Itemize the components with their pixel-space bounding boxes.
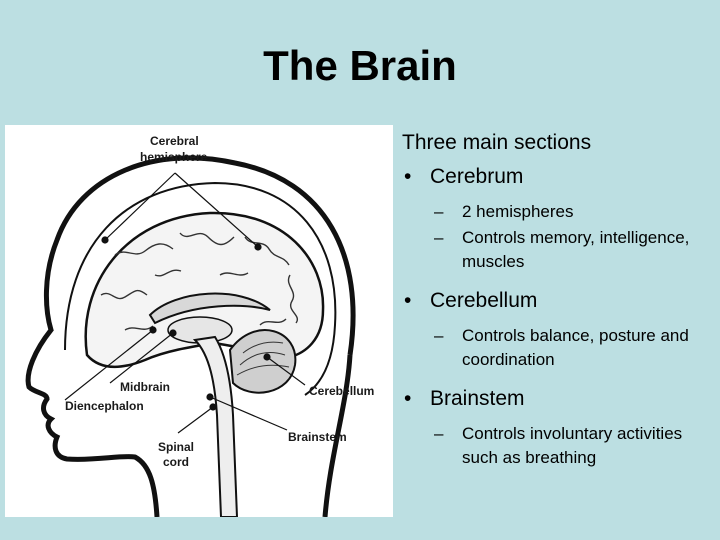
label-cerebellum: Cerebellum <box>309 384 374 398</box>
brain-diagram: Cerebral hemisphere Midbrain Diencephalo… <box>5 125 393 517</box>
bullet-cerebellum: • Cerebellum <box>404 288 718 314</box>
dash-mark: – <box>434 202 444 221</box>
label-spinal-line2: cord <box>163 455 189 469</box>
dash-mark: – <box>434 228 444 247</box>
label-spinal-line1: Spinal <box>158 440 194 454</box>
bullet-cerebrum: • Cerebrum <box>404 164 718 190</box>
corpus-callosum <box>148 292 271 325</box>
sub-bullet-balance: – Controls balance, posture and coordina… <box>430 324 718 372</box>
skull-outline <box>64 181 337 396</box>
sub-bullet-memory: – Controls memory, intelligence, muscles <box>430 226 718 274</box>
bullet-cerebrum-text: Cerebrum <box>430 165 524 188</box>
intro-line: Three main sections <box>402 131 592 154</box>
bullet-cerebellum-text: Cerebellum <box>430 289 538 312</box>
label-brainstem: Brainstem <box>288 430 347 444</box>
bullet-mark: • <box>404 387 412 410</box>
sub-bullet-involuntary: – Controls involuntary activities such a… <box>430 422 718 470</box>
bullet-mark: • <box>404 289 412 312</box>
bullet-mark: • <box>404 165 412 188</box>
label-diencephalon: Diencephalon <box>65 399 144 413</box>
label-cerebral-line1: Cerebral <box>150 134 199 148</box>
neck-outline <box>322 354 353 517</box>
label-midbrain: Midbrain <box>120 380 170 394</box>
cerebellum-folia <box>236 341 290 376</box>
label-cerebral-line2: hemisphere <box>140 150 208 164</box>
slide-title: The Brain <box>263 42 457 89</box>
sub-bullet-involuntary-text: Controls involuntary activities such as … <box>462 424 683 467</box>
brainstem-shape <box>192 335 239 517</box>
sub-bullet-hemispheres-text: 2 hemispheres <box>462 202 574 221</box>
leader-lines <box>64 172 306 434</box>
bullet-list: Three main sections • Cerebrum – 2 hemis… <box>402 130 718 484</box>
dash-mark: – <box>434 424 444 443</box>
sub-bullet-balance-text: Controls balance, posture and coordinati… <box>462 326 689 369</box>
sub-bullet-memory-text: Controls memory, intelligence, muscles <box>462 228 690 271</box>
gyri-lines <box>100 232 299 331</box>
dash-mark: – <box>434 326 444 345</box>
sub-bullet-hemispheres: – 2 hemispheres <box>430 200 718 224</box>
brain-diagram-svg: Cerebral hemisphere Midbrain Diencephalo… <box>25 134 374 517</box>
head-outline <box>25 155 356 517</box>
bullet-brainstem: • Brainstem <box>404 386 718 412</box>
cerebellum-shape <box>228 329 297 394</box>
bullet-brainstem-text: Brainstem <box>430 387 525 410</box>
